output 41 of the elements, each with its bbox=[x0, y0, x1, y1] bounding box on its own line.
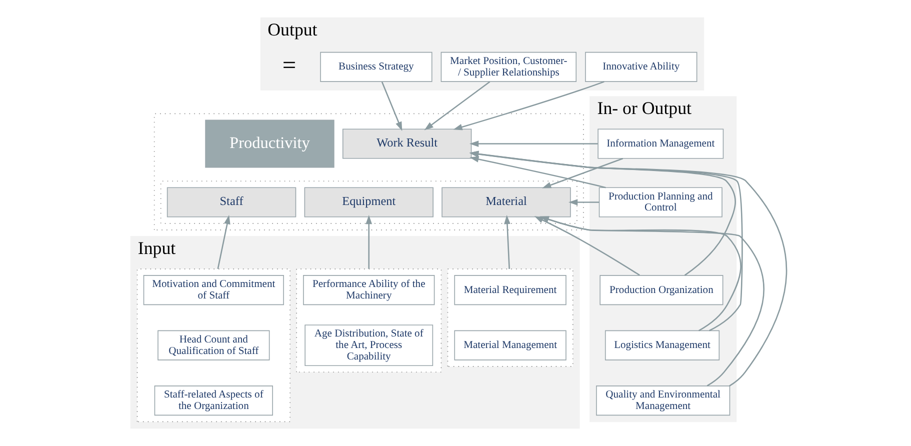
node-box: Production Organization bbox=[600, 275, 724, 306]
node-box: Material bbox=[442, 187, 571, 218]
cluster bbox=[447, 268, 574, 367]
label: = bbox=[282, 52, 296, 80]
arrow bbox=[469, 150, 736, 276]
arrow bbox=[568, 199, 599, 206]
node-box: Material Requirement bbox=[454, 275, 566, 306]
arrow bbox=[470, 140, 598, 147]
arrow bbox=[469, 151, 787, 386]
node-box: Work Result bbox=[342, 128, 472, 159]
node-box: Staff-related Aspects of the Organization bbox=[154, 386, 273, 416]
node-box: Market Position, Customer- / Supplier Relationships bbox=[440, 52, 577, 82]
node-box: Age Distribution, State of the Art, Process Capability bbox=[304, 324, 434, 366]
cluster bbox=[154, 113, 584, 230]
node-box: Motivation and Commitment of Staff bbox=[143, 275, 284, 306]
node-box: Performance Ability of the Machinery bbox=[303, 275, 435, 306]
arrow bbox=[542, 158, 624, 188]
node-box: Logistics Management bbox=[604, 330, 720, 360]
cluster bbox=[296, 268, 442, 373]
arrow bbox=[540, 216, 742, 332]
arrow bbox=[381, 82, 402, 131]
arrow bbox=[534, 216, 640, 276]
arrow bbox=[424, 81, 490, 130]
node-box: Head Count and Qualification of Staff bbox=[158, 330, 270, 360]
node-box: Production Planning and Control bbox=[598, 187, 722, 218]
node-box: Equipment bbox=[304, 187, 434, 218]
node-box: Staff bbox=[166, 187, 296, 218]
arrow bbox=[540, 216, 764, 386]
arrow bbox=[217, 215, 230, 270]
node-box: Information Management bbox=[598, 128, 724, 159]
arrow bbox=[470, 156, 606, 188]
node-box: Quality and Environmental Management bbox=[596, 386, 730, 416]
node-box: Innovative Ability bbox=[585, 52, 698, 82]
node-box: Business Strategy bbox=[320, 52, 432, 82]
arrow bbox=[366, 214, 372, 269]
node-box: Material Management bbox=[454, 330, 566, 360]
arrow bbox=[453, 81, 604, 130]
arrow bbox=[504, 214, 510, 269]
node-box: Productivity bbox=[205, 120, 334, 168]
arrow bbox=[469, 150, 743, 332]
cluster bbox=[136, 268, 290, 422]
